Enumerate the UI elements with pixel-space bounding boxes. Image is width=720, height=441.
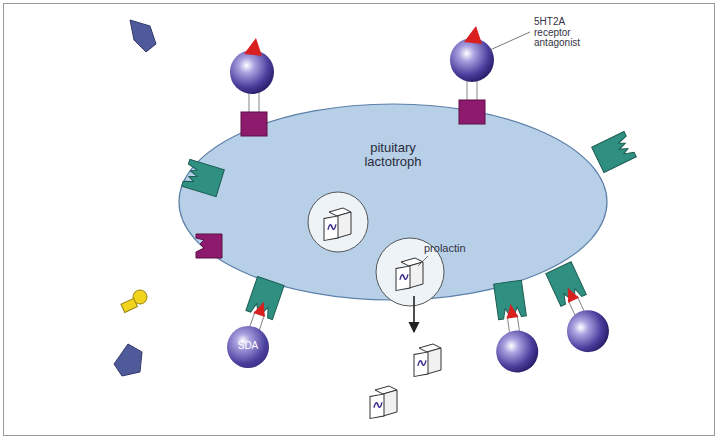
callout-label: 5HT2A receptor antagonist (534, 17, 592, 49)
bound-receptor (230, 38, 274, 136)
bound-receptor (487, 279, 541, 375)
free-ligand (121, 290, 147, 312)
empty-receptor (196, 234, 222, 258)
release-arrow (413, 296, 415, 332)
empty-receptor (592, 132, 637, 173)
prolactin-box (414, 344, 441, 376)
free-ligand (130, 20, 156, 52)
node-label: SDA (227, 341, 269, 352)
prolactin-box (324, 208, 351, 240)
prolactin-box (370, 386, 397, 418)
bound-receptor (539, 259, 616, 359)
leader-line (490, 32, 530, 50)
drug-sphere: SDA (227, 326, 269, 368)
callout-label: prolactin (424, 243, 484, 255)
free-ligand (114, 344, 142, 376)
prolactin-box (396, 258, 423, 290)
leader-line (418, 256, 428, 266)
vesicle (308, 192, 368, 252)
node-label: pituitary lactotroph (353, 141, 433, 168)
